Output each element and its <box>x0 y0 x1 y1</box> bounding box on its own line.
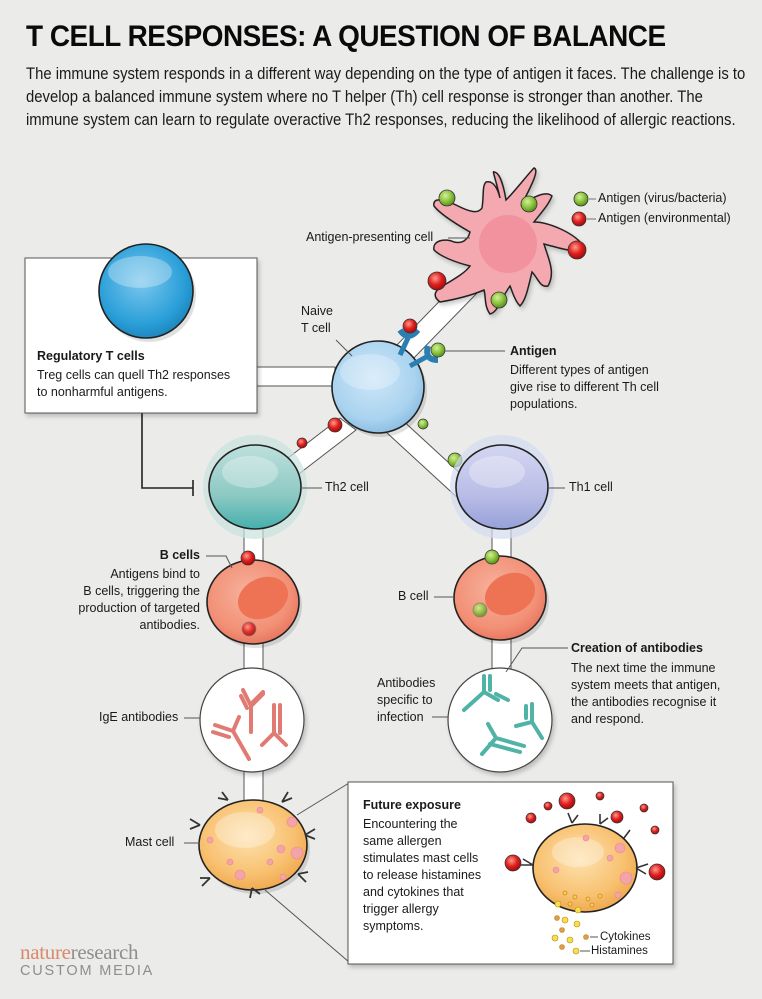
logo-research: research <box>70 940 139 964</box>
creation-text-2: system meets that antigen, <box>571 678 721 692</box>
label-th2: Th2 cell <box>325 480 369 494</box>
legend-label-environmental: Antigen (environmental) <box>598 211 731 225</box>
label-antibodies-3: infection <box>377 710 424 724</box>
label-apc: Antigen-presenting cell <box>306 230 434 244</box>
label-b-cell: B cell <box>398 589 429 603</box>
label-antibodies-1: Antibodies <box>377 676 436 690</box>
band-treg-naive <box>254 366 336 387</box>
legend-dots <box>571 191 596 227</box>
antigen-text-2: give rise to different Th cell <box>510 380 659 394</box>
b-cell-left <box>206 550 302 648</box>
intro-text: The immune system responds in a differen… <box>26 65 746 129</box>
page-title: T CELL RESPONSES: A QUESTION OF BALANCE <box>26 20 666 53</box>
creation-text-4: and respond. <box>571 712 644 726</box>
treg-box <box>24 243 258 414</box>
label-naive-2: T cell <box>301 321 331 335</box>
future-text-5: and cytokines that <box>363 885 464 899</box>
label-cytokines: Cytokines <box>600 931 651 943</box>
apc-nucleus <box>479 215 537 273</box>
treg-text-2: to nonharmful antigens. <box>37 385 168 399</box>
label-th1: Th1 cell <box>569 480 613 494</box>
future-text-3: stimulates mast cells <box>363 851 479 865</box>
specific-antibodies-circle <box>447 667 553 773</box>
label-naive-1: Naive <box>301 304 333 318</box>
treg-heading: Regulatory T cells <box>37 349 145 363</box>
antigen-text-1: Different types of antigen <box>510 363 649 377</box>
b-cells-text-2: B cells, triggering the <box>83 584 200 598</box>
b-cells-heading: B cells <box>159 548 200 562</box>
creation-text-3: the antibodies recognise it <box>571 695 717 709</box>
t-cell-receptors <box>397 318 446 369</box>
apc-antigens <box>427 189 587 309</box>
legend-green-dot <box>573 191 589 207</box>
naive-t-cell <box>331 340 427 437</box>
leader-lines <box>184 237 598 952</box>
future-text-1: Encountering the <box>363 817 458 831</box>
ige-antibodies-circle <box>199 667 305 773</box>
antigen-presenting-cell <box>433 167 583 315</box>
nature-research-logo: natureresearch CUSTOM MEDIA <box>20 940 154 979</box>
label-ige: IgE antibodies <box>99 710 179 724</box>
b-cells-text-1: Antigens bind to <box>110 567 200 581</box>
logo-nature: nature <box>20 940 71 964</box>
future-text-7: symptoms. <box>363 919 424 933</box>
future-text-4: to release histamines <box>363 868 482 882</box>
mast-cell-right <box>504 791 666 955</box>
label-mast-cell: Mast cell <box>125 835 175 849</box>
logo-custom-media: CUSTOM MEDIA <box>20 963 155 979</box>
antigen-text-3: populations. <box>510 397 578 411</box>
th1-cell <box>450 435 554 539</box>
future-text-6: trigger allergy <box>363 902 439 916</box>
inhibition-line <box>141 412 194 496</box>
creation-heading: Creation of antibodies <box>571 641 703 655</box>
label-histamines: Histamines <box>591 945 648 957</box>
label-antibodies-2: specific to <box>377 693 433 707</box>
creation-text-1: The next time the immune <box>571 661 716 675</box>
b-cell-right <box>453 549 549 644</box>
b-cells-text-3: production of targeted <box>78 601 200 615</box>
antigen-heading: Antigen <box>510 344 557 358</box>
mast-cell-left <box>189 791 316 899</box>
th2-cell <box>203 435 307 539</box>
band-antigens <box>296 417 463 468</box>
treg-text-1: Treg cells can quell Th2 responses <box>37 368 231 382</box>
b-cells-text-4: antibodies. <box>139 618 200 632</box>
legend-label-virus: Antigen (virus/bacteria) <box>598 191 727 205</box>
future-text-2: same allergen <box>363 834 442 848</box>
legend-red-dot <box>571 211 587 227</box>
treg-cell <box>98 243 194 339</box>
future-heading: Future exposure <box>363 798 461 812</box>
